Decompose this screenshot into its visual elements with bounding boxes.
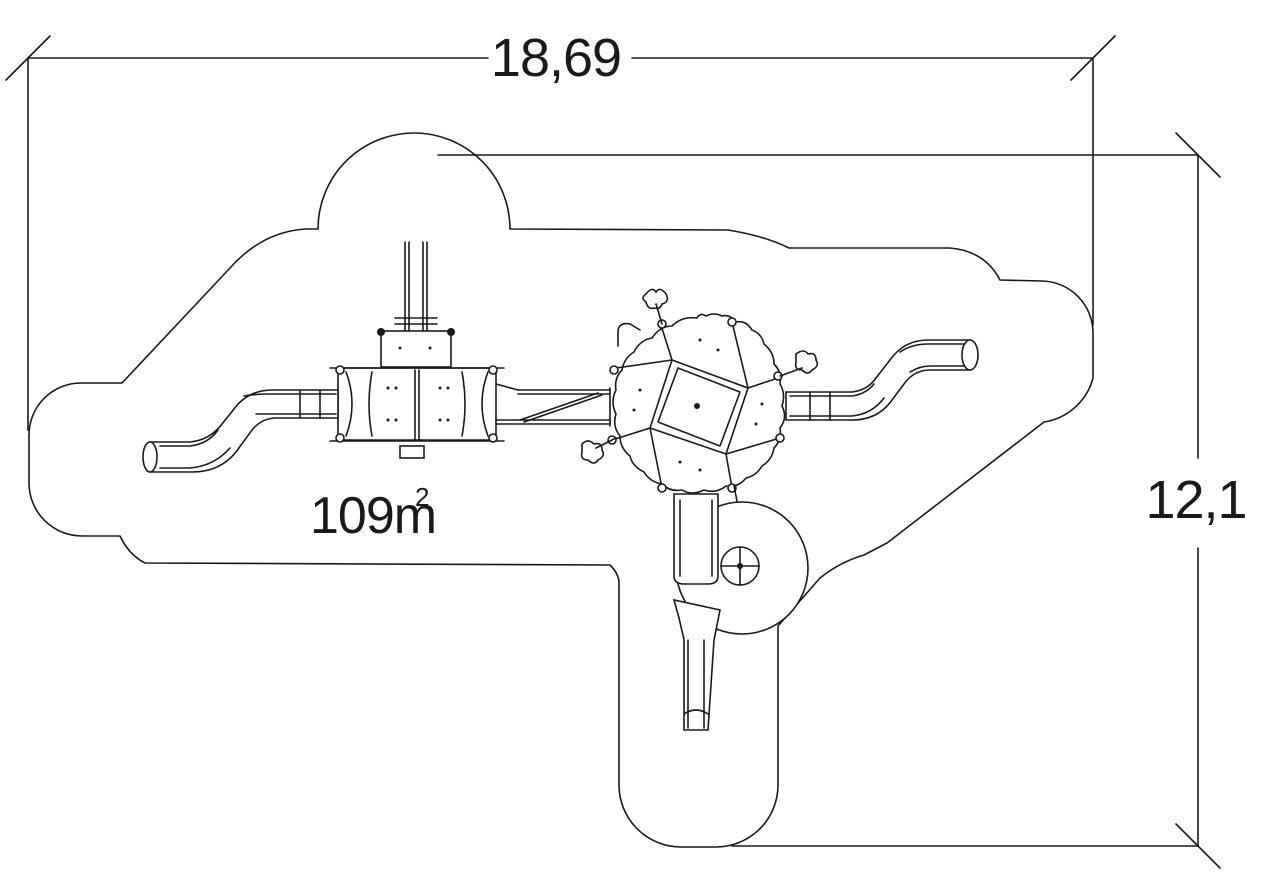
roof-ribs	[611, 321, 781, 489]
slide-runout	[672, 598, 721, 731]
height-tick-bottom	[1175, 823, 1221, 869]
straight-slide-chute	[673, 493, 719, 585]
grab-handle	[617, 322, 641, 347]
deck-bolts	[386, 346, 450, 422]
area-unit-superscript: 2	[415, 482, 429, 512]
width-dimension-label: 18,69	[491, 28, 621, 88]
right-tower	[607, 313, 786, 494]
width-dimension: 18,69	[5, 28, 1116, 431]
roof-bolts	[632, 338, 764, 472]
entry-step	[399, 445, 425, 459]
safety-zone-outline	[28, 132, 1094, 848]
width-tick-left	[5, 35, 51, 81]
bottom-slide-area	[672, 493, 809, 731]
connecting-bridge	[495, 383, 611, 427]
width-tick-right	[1070, 35, 1116, 81]
upper-platform	[380, 330, 452, 368]
height-dimension: 12,1	[437, 132, 1248, 869]
height-dimension-label: 12,1	[1145, 470, 1246, 530]
height-tick-top	[1175, 132, 1221, 178]
area-label: 109m 2	[310, 482, 437, 545]
main-deck	[337, 367, 497, 441]
left-tube-slide	[142, 389, 339, 473]
deck-posts	[335, 365, 498, 443]
flag-right	[779, 350, 819, 377]
area-value: 109m	[310, 487, 436, 545]
flag-top	[642, 288, 669, 325]
climbing-poles	[394, 241, 438, 333]
tower-posts	[607, 317, 785, 493]
flag-left	[580, 437, 617, 464]
left-tower	[329, 241, 505, 459]
right-tube-slide	[785, 339, 979, 421]
